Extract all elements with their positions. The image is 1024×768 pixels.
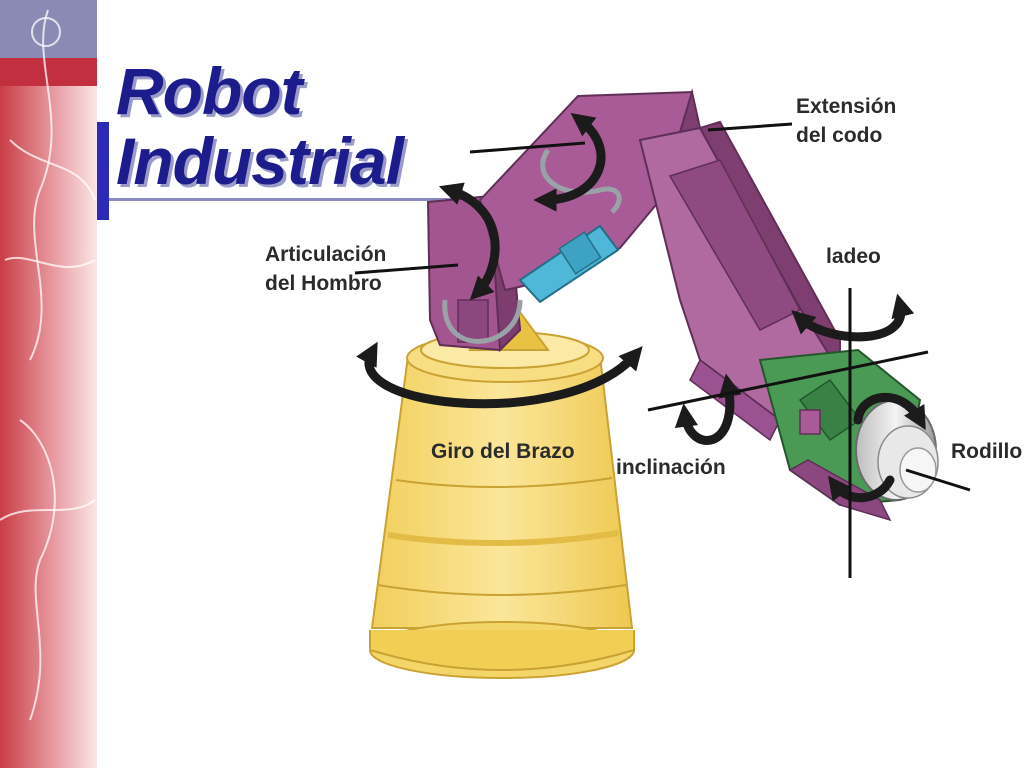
pitch-arrow bbox=[674, 373, 742, 445]
shoulder-joint-label: Articulación del Hombro bbox=[265, 243, 387, 295]
decorative-sidebar bbox=[0, 0, 459, 768]
robot-base bbox=[369, 290, 635, 679]
roll-axis bbox=[905, 468, 971, 492]
leader-lines bbox=[354, 122, 971, 578]
shoulder-arrow bbox=[438, 182, 500, 301]
pitch-label: inclinación bbox=[616, 456, 726, 479]
roll-label: Rodillo bbox=[951, 440, 1023, 463]
shoulder-leader bbox=[354, 263, 459, 275]
elbow-extension-label: Extensión del codo bbox=[796, 95, 897, 147]
motion-arrows bbox=[356, 112, 926, 503]
arm-swivel-arrow bbox=[356, 341, 643, 409]
arm-swivel-label: Giro del Brazo bbox=[431, 440, 575, 463]
elbow-leader bbox=[469, 141, 586, 154]
yaw-label: ladeo bbox=[826, 245, 881, 268]
title-line-1: Robot bbox=[116, 54, 303, 128]
elbow-arrow bbox=[533, 112, 606, 212]
roll-arrow bbox=[853, 392, 926, 431]
title-line-2: Industrial bbox=[116, 124, 404, 198]
yaw-arrow bbox=[791, 293, 915, 342]
end-effector bbox=[855, 399, 939, 501]
pitch-axis bbox=[647, 350, 929, 412]
slide-title: Robot Industrial bbox=[116, 54, 404, 198]
